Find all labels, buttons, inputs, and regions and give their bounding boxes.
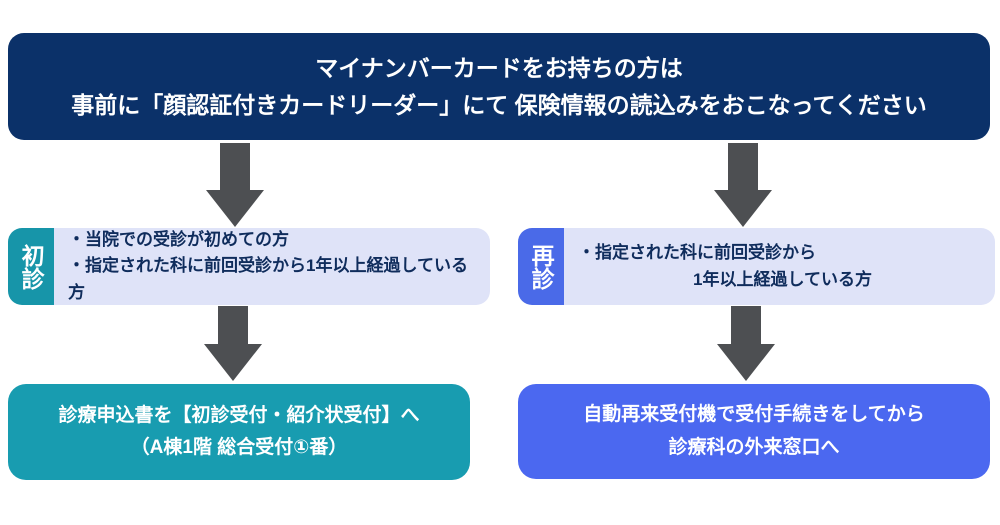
revisit-action-line-2: 診療科の外来窓口へ — [668, 436, 840, 458]
revisit-bullet-1: ・指定された科に前回受診から — [578, 243, 816, 263]
revisit-bullet-line-2: 1年以上経過している方 — [693, 269, 872, 289]
arrow-shaft — [728, 143, 758, 190]
revisit-condition-box: 再診 ・指定された科に前回受診から 1年以上経過している方 — [518, 228, 995, 305]
down-arrow-icon — [206, 143, 264, 227]
arrow-head — [717, 344, 775, 381]
down-arrow-icon — [717, 306, 775, 381]
first-visit-tab: 初診 — [8, 228, 54, 305]
arrow-shaft — [218, 306, 248, 344]
mynumber-notice-banner: マイナンバーカードをお持ちの方は 事前に「顔認証付きカードリーダー」にて 保険情… — [8, 33, 990, 140]
first-visit-action-box: 診療申込書を【初診受付・紹介状受付】へ （A棟1階 総合受付①番） — [8, 384, 470, 480]
first-visit-bullet-2: ・指定された科に前回受診から1年以上経過している方 — [68, 256, 468, 302]
banner-line-1: マイナンバーカードをお持ちの方は — [315, 54, 683, 81]
arrow-head — [714, 190, 772, 227]
revisit-tab: 再診 — [518, 228, 564, 305]
first-visit-condition-box: 初診 ・当院での受診が初めての方 ・指定された科に前回受診から1年以上経過してい… — [8, 228, 490, 305]
down-arrow-icon — [204, 306, 262, 381]
arrow-shaft — [731, 306, 761, 344]
first-visit-action-line-1: 診療申込書を【初診受付・紹介状受付】へ — [58, 404, 420, 426]
first-visit-action-line-2: （A棟1階 総合受付①番） — [130, 437, 348, 458]
first-visit-conditions: ・当院での受診が初めての方 ・指定された科に前回受診から1年以上経過している方 — [54, 228, 490, 305]
banner-line-2: 事前に「顔認証付きカードリーダー」にて 保険情報の読込みをおこなってください — [71, 91, 927, 118]
arrow-head — [206, 190, 264, 227]
arrow-shaft — [220, 143, 250, 190]
first-visit-bullet-1: ・当院での受診が初めての方 — [68, 229, 289, 249]
down-arrow-icon — [714, 143, 772, 227]
revisit-action-line-1: 自動再来受付機で受付手続きをしてから — [583, 404, 925, 426]
revisit-conditions: ・指定された科に前回受診から 1年以上経過している方 — [564, 228, 995, 305]
revisit-action-box: 自動再来受付機で受付手続きをしてから 診療科の外来窓口へ — [518, 384, 990, 479]
arrow-head — [204, 344, 262, 381]
